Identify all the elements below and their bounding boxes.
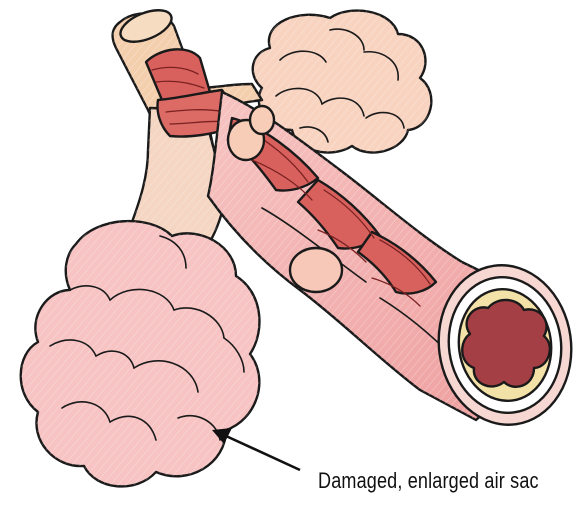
callout-label: Damaged, enlarged air sac [318, 468, 539, 494]
callout-arrow [212, 428, 300, 470]
damaged-air-sac [21, 221, 260, 486]
